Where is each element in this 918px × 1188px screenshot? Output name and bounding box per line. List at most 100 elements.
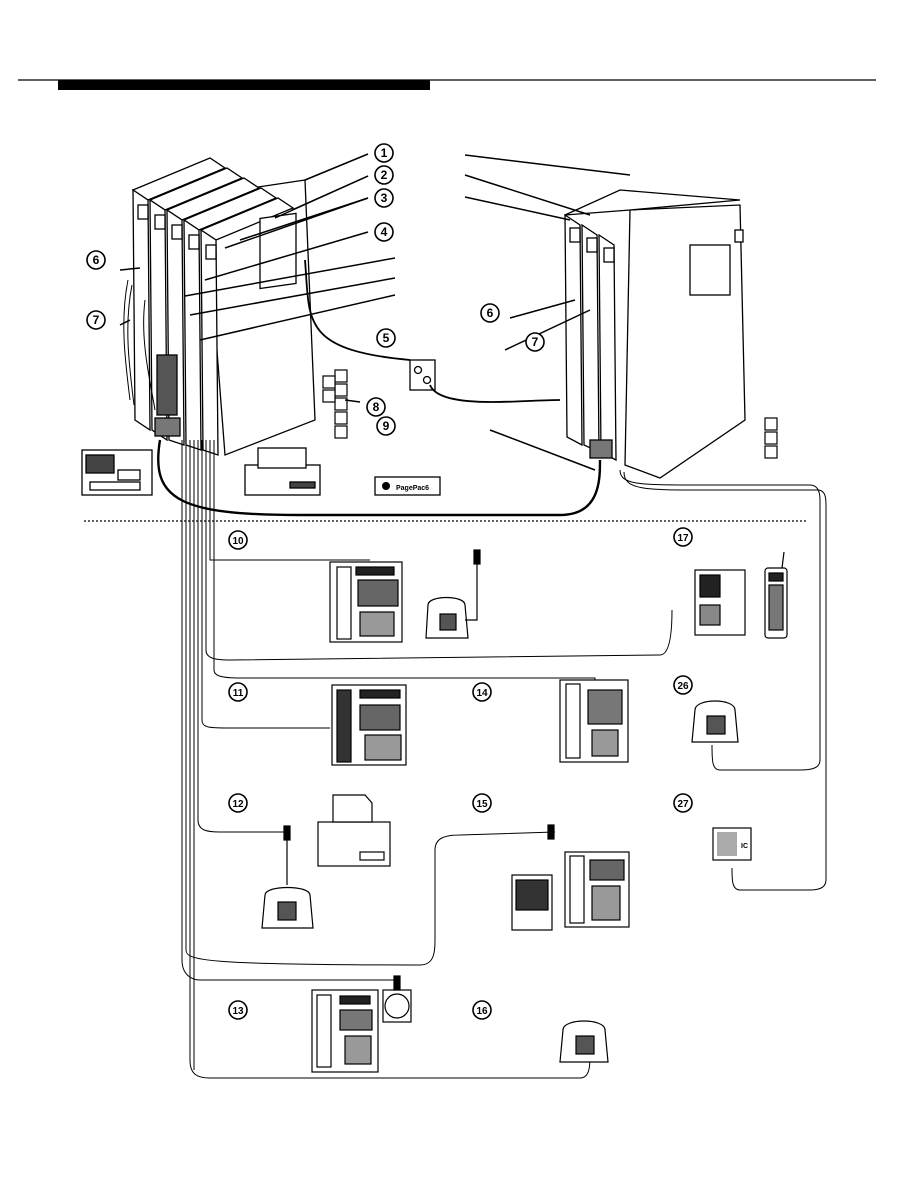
callout-circle: [228, 530, 248, 550]
left-unit-side-cables: [123, 279, 156, 411]
right-unit-connector-bundle: [589, 439, 613, 459]
callout-3: 3: [374, 188, 394, 208]
callout-leaders: [119, 153, 631, 471]
callout-8: 8: [366, 397, 386, 417]
callout-17: 17: [673, 527, 693, 547]
single-line-phone-26: [691, 700, 739, 743]
callout-number: 9: [383, 419, 390, 433]
callout-7: 7: [86, 310, 106, 330]
callout-number: 5: [383, 331, 390, 345]
right-module-2: [581, 223, 600, 454]
header-bar: [58, 80, 430, 90]
callout-circle: [228, 1000, 248, 1020]
speaker-label: IC: [741, 843, 748, 850]
wall-jack: [409, 359, 436, 391]
answering-machine-15: [511, 874, 553, 931]
callout-circle: [472, 682, 492, 702]
callout-circle: [376, 328, 396, 348]
callout-circle: [525, 332, 545, 352]
callout-9: 9: [376, 416, 396, 436]
callout-11: 11: [228, 682, 248, 702]
callout-number: 12: [232, 799, 244, 810]
callout-6: 6: [86, 250, 106, 270]
printer: [244, 447, 321, 496]
callout-15: 15: [472, 793, 492, 813]
jack-line-to-right-unit: [429, 384, 561, 403]
callout-number: 2: [381, 168, 388, 182]
callout-number: 10: [232, 536, 244, 547]
paging-speaker-27: IC: [712, 827, 752, 861]
callout-circle: [376, 416, 396, 436]
single-line-phone-12: [261, 825, 314, 929]
callout-number: 27: [677, 799, 689, 810]
callout-5: 5: [376, 328, 396, 348]
multiline-phone-14: [559, 679, 629, 763]
fax-machine-12: [317, 794, 391, 867]
callout-number: 8: [373, 400, 380, 414]
right-module-3: [598, 233, 617, 462]
inter-unit-cable: [157, 439, 602, 517]
power-supply-unit: [81, 449, 153, 496]
callout-1: 1: [374, 143, 394, 163]
callout-6: 6: [480, 303, 500, 323]
station-cable-trunks: [181, 440, 673, 1079]
callout-circle: [374, 165, 394, 185]
callout-circle: [472, 1000, 492, 1020]
right-unit-top: [564, 189, 741, 216]
rotary-device-13: [382, 975, 412, 1023]
left-module-1: [131, 157, 227, 432]
callout-circle: [228, 682, 248, 702]
callout-10: 10: [228, 530, 248, 550]
callout-number: 6: [487, 306, 494, 320]
single-line-phone-10: [425, 549, 481, 639]
callout-number: 11: [233, 688, 244, 699]
callout-number: 15: [476, 799, 488, 810]
callout-12: 12: [228, 793, 248, 813]
callout-circle: [472, 793, 492, 813]
callout-circle: [366, 397, 386, 417]
callout-13: 13: [228, 1000, 248, 1020]
callout-circle: [673, 527, 693, 547]
console-phone-13: [311, 989, 379, 1073]
right-side-cables: [619, 469, 827, 891]
callout-2: 2: [374, 165, 394, 185]
callout-number: 1: [381, 146, 388, 160]
connector-blocks-left: [322, 369, 348, 439]
right-module-1: [564, 213, 583, 447]
callout-number: 13: [232, 1006, 244, 1017]
callout-number: 6: [93, 253, 100, 267]
callout-7: 7: [525, 332, 545, 352]
right-unit-window: [689, 244, 731, 296]
callout-circle: [374, 188, 394, 208]
callout-circle: [86, 310, 106, 330]
callout-number: 3: [381, 191, 388, 205]
cordless-base-17: [694, 569, 746, 636]
console-phone-11: [331, 684, 407, 766]
callout-number: 16: [476, 1006, 488, 1017]
callout-circle: [673, 793, 693, 813]
callout-number: 26: [677, 681, 689, 692]
right-expansion-unit: [564, 189, 746, 479]
callout-circle: [374, 222, 394, 242]
cordless-handset-17: [764, 551, 788, 639]
multiline-phone-15: [547, 824, 630, 928]
left-module-5: [199, 197, 295, 456]
callout-16: 16: [472, 1000, 492, 1020]
callout-circle: [374, 143, 394, 163]
console-phone-10: [329, 561, 403, 643]
callout-14: 14: [472, 682, 492, 702]
callout-number: 7: [532, 335, 539, 349]
single-line-phone-16: [559, 1020, 609, 1063]
left-control-unit: [131, 157, 316, 456]
callout-circle: [228, 793, 248, 813]
callout-number: 17: [677, 533, 689, 544]
callout-number: 4: [381, 225, 388, 239]
jack-line-to-left-unit: [304, 259, 411, 361]
callout-26: 26: [673, 675, 693, 695]
callout-number: 7: [93, 313, 100, 327]
callout-4: 4: [374, 222, 394, 242]
pagepac-unit: PagePac6: [374, 476, 441, 496]
callout-number: 14: [476, 688, 488, 699]
